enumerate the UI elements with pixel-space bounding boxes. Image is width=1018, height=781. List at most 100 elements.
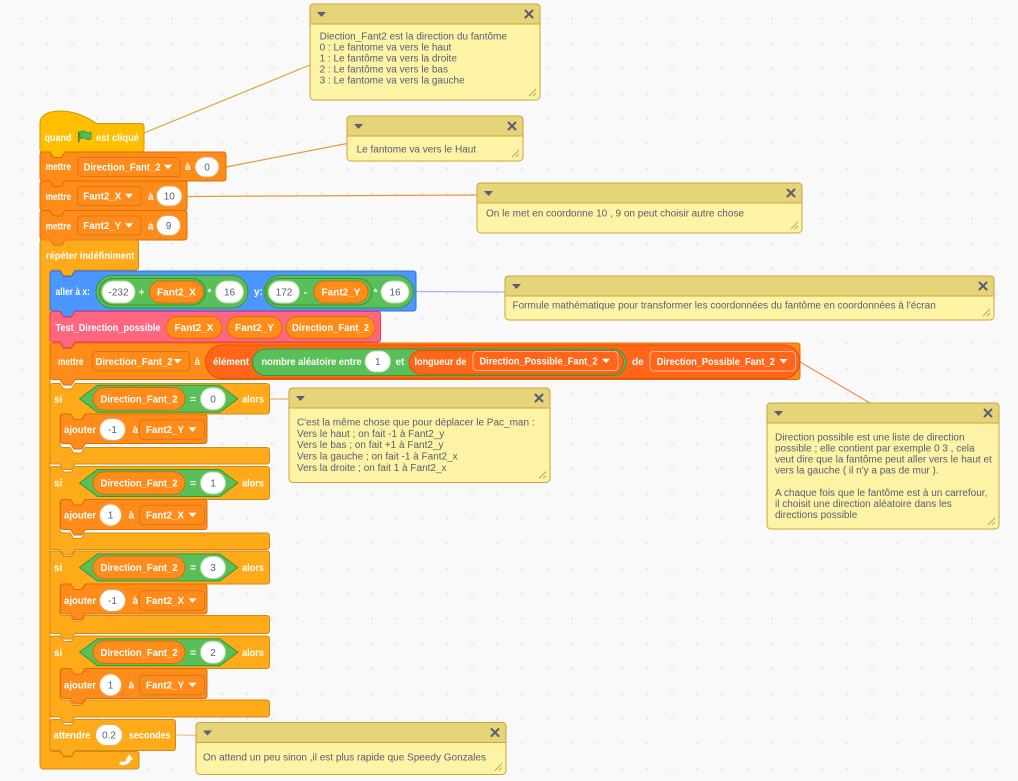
svg-text:16: 16 <box>224 288 236 299</box>
svg-text:=: = <box>190 563 196 574</box>
svg-text:Fant2_X: Fant2_X <box>83 192 121 203</box>
svg-text:172: 172 <box>276 288 293 299</box>
svg-text:0: 0 <box>210 394 216 405</box>
svg-text:si: si <box>54 479 63 490</box>
svg-text:alors: alors <box>242 648 264 659</box>
svg-text:et: et <box>396 357 406 368</box>
svg-text:*: * <box>374 288 378 299</box>
svg-text:Fant2_X: Fant2_X <box>146 511 184 522</box>
svg-text:répéter indéfiniment: répéter indéfiniment <box>46 251 135 262</box>
svg-text:0 : Le fantome va vers le haut: 0 : Le fantome va vers le haut <box>320 42 452 53</box>
svg-text:Direction_Fant_2: Direction_Fant_2 <box>292 323 369 334</box>
svg-text:longueur de: longueur de <box>415 357 467 368</box>
svg-text:secondes: secondes <box>129 731 171 742</box>
svg-text:A chaque fois que le fantôme e: A chaque fois que le fantôme est à un ca… <box>775 488 987 499</box>
svg-text:possible ; elle contient par e: possible ; elle contient par exemple 0 3… <box>775 444 975 455</box>
svg-text:Direction_Possible_Fant_2: Direction_Possible_Fant_2 <box>480 357 598 368</box>
svg-text:Fant2_Y: Fant2_Y <box>322 288 361 299</box>
svg-text:-1: -1 <box>108 425 117 436</box>
svg-text:2: 2 <box>210 648 216 659</box>
svg-text:Fant2_Y: Fant2_Y <box>83 221 121 232</box>
svg-text:Direction_Fant_2: Direction_Fant_2 <box>96 357 173 368</box>
svg-text:Test_Direction_possible: Test_Direction_possible <box>56 323 161 334</box>
svg-text:9: 9 <box>166 221 172 232</box>
svg-text:=: = <box>190 394 196 405</box>
svg-text:il choisit une direction aléat: il choisit une direction aléatoire dans … <box>775 499 952 510</box>
svg-text:quand: quand <box>45 133 72 144</box>
svg-text:mettre: mettre <box>46 162 72 173</box>
svg-text:Fant2_Y: Fant2_Y <box>235 323 274 334</box>
svg-text:à: à <box>185 162 191 173</box>
svg-text:Fant2_X: Fant2_X <box>175 323 214 334</box>
svg-text:Fant2_X: Fant2_X <box>146 596 184 607</box>
svg-text:0.2: 0.2 <box>102 731 116 742</box>
svg-text:de: de <box>632 357 644 368</box>
svg-text:1: 1 <box>210 479 216 490</box>
svg-text:directions possible: directions possible <box>775 510 858 521</box>
svg-text:attendre: attendre <box>54 731 91 742</box>
svg-text:0: 0 <box>204 163 210 174</box>
svg-text:Direction_Fant_2: Direction_Fant_2 <box>84 163 161 174</box>
svg-text:veut dire que la fantôme peut: veut dire que la fantôme peut aller vers… <box>775 455 992 466</box>
svg-text:Diection_Fant2 est la directio: Diection_Fant2 est la direction du fantô… <box>320 31 508 42</box>
svg-text:Formule mathématique pour tran: Formule mathématique pour transformer le… <box>513 301 936 312</box>
svg-text:C'est la même chose que pour d: C'est la même chose que pour déplacer le… <box>297 418 535 429</box>
svg-text:est cliqué: est cliqué <box>96 133 139 144</box>
svg-text:Direction possible est une lis: Direction possible est une liste de dire… <box>775 433 965 444</box>
svg-text:=: = <box>190 648 196 659</box>
svg-text:à: à <box>195 357 201 368</box>
svg-text:-: - <box>304 288 307 299</box>
svg-text:si: si <box>54 563 63 574</box>
svg-text:à: à <box>133 425 139 436</box>
svg-text:Vers le haut ; on fait -1 à Fa: Vers le haut ; on fait -1 à Fant2_y <box>297 429 444 440</box>
svg-text:On le met en coordonne 10 , 9: On le met en coordonne 10 , 9 on peut ch… <box>486 209 744 220</box>
svg-text:vers la gauche ( il n'y a pas: vers la gauche ( il n'y a pas de mur ). <box>775 466 939 477</box>
svg-text:On attend un peu sinon ,il est: On attend un peu sinon ,il est plus rapi… <box>203 753 486 764</box>
svg-text:Vers le bas ; on fait +1 à Fan: Vers le bas ; on fait +1 à Fant2_y <box>297 440 443 451</box>
svg-text:si: si <box>54 648 63 659</box>
svg-text:ajouter: ajouter <box>64 681 96 692</box>
svg-text:1: 1 <box>108 511 114 522</box>
svg-text:à: à <box>148 221 154 232</box>
svg-text:10: 10 <box>164 192 176 203</box>
svg-text:mettre: mettre <box>46 221 72 232</box>
svg-text:alors: alors <box>242 394 264 405</box>
svg-text:alors: alors <box>242 563 264 574</box>
svg-text:16: 16 <box>389 288 401 299</box>
svg-text:-1: -1 <box>108 596 117 607</box>
svg-text:aller à x:: aller à x: <box>56 287 91 298</box>
svg-text:1: 1 <box>108 681 114 692</box>
svg-text:alors: alors <box>242 479 264 490</box>
svg-text:à: à <box>148 192 154 203</box>
svg-text:mettre: mettre <box>58 357 84 368</box>
svg-text:Le fantome va vers le Haut: Le fantome va vers le Haut <box>357 145 477 156</box>
svg-text:1 : Le fantôme va vers la droi: 1 : Le fantôme va vers la droite <box>320 53 458 64</box>
svg-text:ajouter: ajouter <box>64 425 96 436</box>
svg-text:Direction_Possible_Fant_2: Direction_Possible_Fant_2 <box>657 357 775 368</box>
svg-text:1: 1 <box>375 357 381 368</box>
svg-text:Fant2_Y: Fant2_Y <box>146 425 184 436</box>
svg-text:nombre aléatoire entre: nombre aléatoire entre <box>262 357 362 368</box>
svg-text:ajouter: ajouter <box>64 511 96 522</box>
svg-text:2 : Le fantôme va vers le bas: 2 : Le fantôme va vers le bas <box>320 64 448 75</box>
svg-text:à: à <box>129 511 135 522</box>
svg-text:Direction_Fant_2: Direction_Fant_2 <box>101 479 178 490</box>
svg-text:à: à <box>129 681 135 692</box>
svg-text:y:: y: <box>254 287 263 298</box>
svg-text:Vers la droite ; on fait 1 à F: Vers la droite ; on fait 1 à Fant2_x <box>297 463 447 474</box>
svg-text:Fant2_X: Fant2_X <box>157 288 196 299</box>
svg-text:3 : Le fantome va vers la gauc: 3 : Le fantome va vers la gauche <box>320 76 466 87</box>
svg-text:Fant2_Y: Fant2_Y <box>146 681 184 692</box>
svg-text:+: + <box>139 288 145 299</box>
svg-text:à: à <box>133 596 139 607</box>
svg-text:mettre: mettre <box>46 192 72 203</box>
svg-text:si: si <box>54 394 63 405</box>
svg-text:=: = <box>190 479 196 490</box>
svg-text:Direction_Fant_2: Direction_Fant_2 <box>101 648 178 659</box>
svg-text:-232: -232 <box>109 288 129 299</box>
svg-text:3: 3 <box>210 563 216 574</box>
svg-text:Direction_Fant_2: Direction_Fant_2 <box>101 394 178 405</box>
svg-text:ajouter: ajouter <box>64 596 96 607</box>
svg-text:Vers la gauche ; on fait -1 à: Vers la gauche ; on fait -1 à Fant2_x <box>297 452 458 463</box>
svg-text:Direction_Fant_2: Direction_Fant_2 <box>101 563 178 574</box>
